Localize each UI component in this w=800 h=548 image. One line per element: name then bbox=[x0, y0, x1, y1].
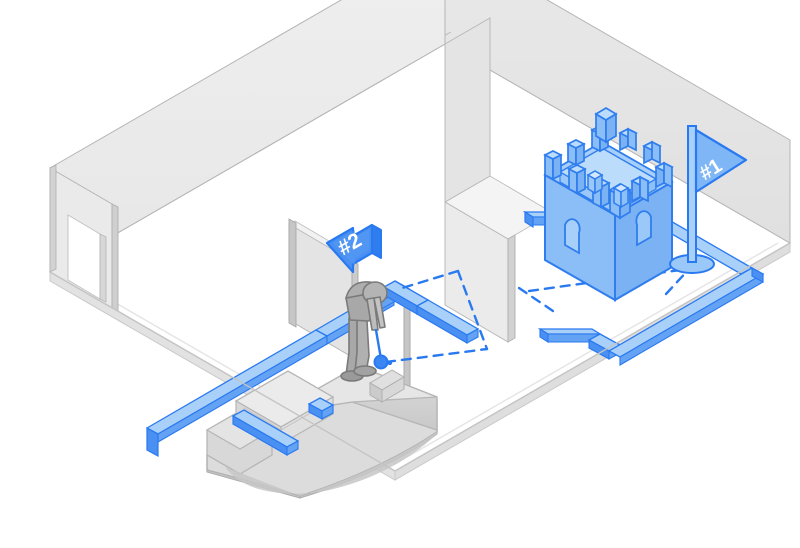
floor-front-edge bbox=[49, 242, 791, 472]
hole-two-marker: #2 bbox=[325, 223, 382, 274]
wall-back-left-long bbox=[49, 0, 452, 273]
golf-ball bbox=[373, 354, 389, 370]
sofa-back-post bbox=[368, 369, 406, 403]
path-over-table bbox=[231, 397, 335, 456]
wall-behind-player bbox=[288, 218, 297, 328]
hole-flag: #1 bbox=[669, 125, 748, 274]
wall-left-end bbox=[49, 164, 119, 312]
castle-obstacle bbox=[543, 107, 674, 302]
golfer bbox=[340, 281, 388, 382]
wall-middle-plane bbox=[444, 17, 491, 203]
aim-dashed-triangle bbox=[397, 269, 460, 291]
